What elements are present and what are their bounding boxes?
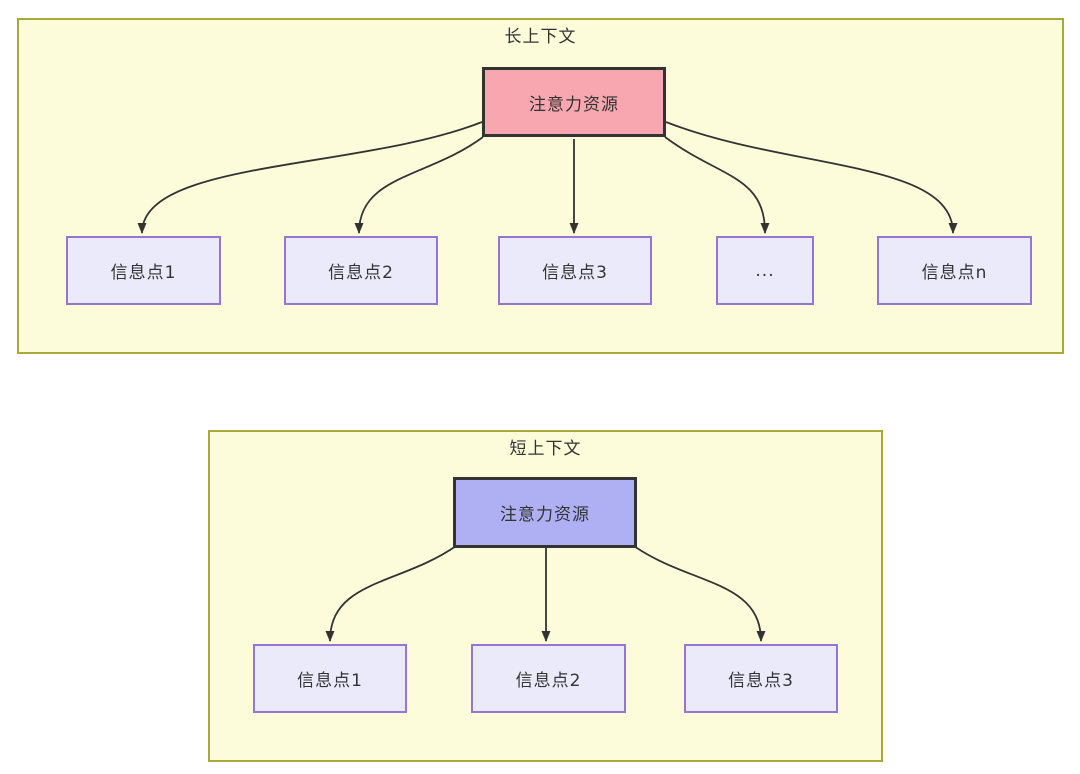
short-info-node-2: 信息点2	[471, 644, 626, 713]
long-info-node-2: 信息点2	[284, 236, 438, 305]
short-info-node-1: 信息点1	[253, 644, 407, 713]
panel-long-context-title: 长上下文	[504, 27, 577, 47]
short-info-node-3: 信息点3	[684, 644, 838, 713]
panel-short-context-title: 短上下文	[509, 439, 582, 459]
long-info-node-3: 信息点3	[498, 236, 652, 305]
long-info-node-n: 信息点n	[877, 236, 1032, 305]
short-attention-box: 注意力资源	[453, 477, 637, 548]
long-info-node-ellipsis: ...	[716, 236, 814, 305]
long-info-node-1: 信息点1	[66, 236, 221, 305]
long-attention-box: 注意力资源	[482, 67, 666, 137]
